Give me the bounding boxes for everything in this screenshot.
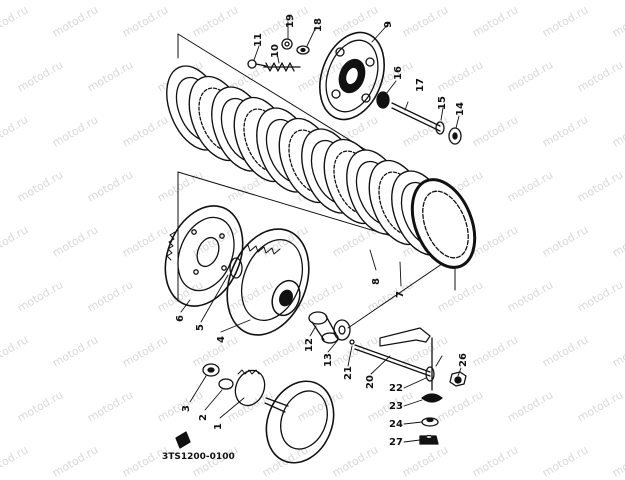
ball-21 [349,339,355,345]
clutch-housing [226,228,310,336]
part-label-24: 24 [389,419,403,430]
clutch-spring [263,62,301,72]
part-label-26: 26 [458,353,469,367]
part-label-9: 9 [383,21,394,28]
part-label-27: 27 [389,437,403,448]
friction-plate-last [410,178,477,269]
part-label-16: 16 [393,66,404,80]
primary-driven-gear [164,205,244,307]
push-lever-shaft [354,327,433,391]
washer-18 [296,45,310,55]
part-label-5: 5 [195,324,206,331]
part-label-1: 1 [213,423,224,430]
part-label-11: 11 [253,33,264,47]
oil-seal-22 [425,366,435,382]
drawing-code: 3TS1200-0100 [162,452,235,462]
part-label-17: 17 [415,78,426,92]
part-label-4: 4 [216,336,227,343]
clutch-exploded-diagram [164,21,477,464]
part-label-10: 10 [270,44,281,58]
pressure-plate [319,31,385,121]
key-part [175,431,191,449]
part-label-23: 23 [389,401,403,412]
washer-3 [202,363,220,377]
part-label-12: 12 [304,338,315,352]
thrust-washer-5 [229,257,243,279]
push-rod-assembly [376,91,462,145]
drive-gear-1 [234,369,335,464]
plate-inner-ring [422,190,469,259]
part-label-20: 20 [365,375,376,389]
bolt-19 [281,38,293,50]
part-label-6: 6 [175,315,186,322]
part-label-8: 8 [371,278,382,285]
spring-bolt [247,59,267,69]
part-label-14: 14 [455,102,466,116]
part-label-13: 13 [323,353,334,367]
thrust-washer-13 [333,319,351,341]
part-label-3: 3 [181,405,192,412]
screw-26 [449,371,467,387]
clutch-plate-stack [166,65,477,269]
part-label-19: 19 [285,14,296,28]
part-label-18: 18 [313,18,324,32]
collar-2 [218,378,234,390]
adjuster-stack [419,393,443,445]
part-label-2: 2 [198,414,209,421]
leader-lines [180,21,462,443]
part-label-15: 15 [437,96,448,110]
part-label-22: 22 [389,383,403,394]
part-label-7: 7 [395,291,406,298]
part-label-21: 21 [343,366,354,380]
